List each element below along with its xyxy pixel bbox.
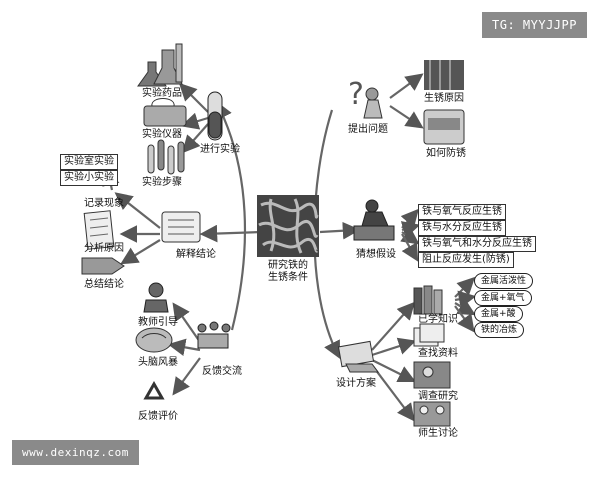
documents-icon bbox=[413, 323, 445, 347]
question-item-1: 生锈原因 bbox=[424, 93, 464, 104]
big-test-tube-icon bbox=[207, 91, 223, 141]
center-title-line1: 研究铁的 bbox=[268, 260, 308, 271]
conclusion-label: 解释结论 bbox=[176, 249, 216, 260]
small-experiment-box: 实验小实验 bbox=[60, 170, 118, 186]
design-item-3: 调查研究 bbox=[418, 391, 458, 402]
design-item-4: 师生讨论 bbox=[418, 428, 458, 439]
test-tubes-icon bbox=[147, 139, 185, 175]
experiment-item-3: 实验步骤 bbox=[142, 177, 182, 188]
center-node bbox=[257, 195, 319, 257]
scroll-icon bbox=[161, 211, 201, 243]
rusty-pipes-icon bbox=[424, 60, 464, 90]
discussion-icon bbox=[413, 401, 451, 427]
question-label: 提出问题 bbox=[348, 124, 388, 135]
knowledge-item-1: 金属活泼性 bbox=[474, 273, 534, 289]
conclusion-item-3: 总结结论 bbox=[84, 279, 124, 290]
paint-can-icon bbox=[423, 109, 465, 145]
center-title-line2: 生锈条件 bbox=[268, 272, 308, 283]
feedback-item-1: 教师引导 bbox=[138, 317, 178, 328]
svg-text:?: ? bbox=[348, 77, 364, 112]
feedback-item-3: 反馈评价 bbox=[138, 411, 178, 422]
watermark-top: TG: MYYJJPP bbox=[482, 12, 587, 38]
thinker-statue-icon bbox=[353, 199, 395, 241]
conclusion-item-1: 记录现象 bbox=[84, 198, 124, 209]
hypothesis-item-2: 铁与水分反应生锈 bbox=[418, 220, 506, 236]
hypothesis-label: 猜想假设 bbox=[356, 249, 396, 260]
instrument-icon bbox=[143, 98, 187, 127]
experiment-item-1: 实验药品 bbox=[142, 88, 182, 99]
knowledge-item-2: 金属+氧气 bbox=[474, 290, 532, 306]
feedback-label: 反馈交流 bbox=[202, 366, 242, 377]
hypothesis-item-1: 铁与氧气反应生锈 bbox=[418, 204, 506, 220]
document-hand-icon bbox=[337, 340, 379, 373]
teacher-icon bbox=[143, 282, 169, 313]
hypothesis-item-4: 阻止反应发生(防锈) bbox=[418, 252, 514, 268]
flask-icon bbox=[137, 43, 183, 87]
watermark-bottom: www.dexinqz.com bbox=[12, 440, 139, 465]
brain-icon bbox=[135, 327, 173, 353]
feedback-item-2: 头脑风暴 bbox=[138, 357, 178, 368]
recycle-icon bbox=[143, 380, 165, 400]
hypothesis-item-3: 铁与氧气和水分反应生锈 bbox=[418, 236, 536, 252]
design-item-2: 查找资料 bbox=[418, 348, 458, 359]
conclusion-item-2: 分析原因 bbox=[84, 243, 124, 254]
experiment-item-2: 实验仪器 bbox=[142, 129, 182, 140]
lab-experiment-box: 实验室实验 bbox=[60, 154, 118, 170]
question-person-icon: ? bbox=[348, 77, 383, 119]
pointing-hand-icon bbox=[81, 257, 125, 275]
rusty-iron-image bbox=[257, 195, 319, 257]
books-icon bbox=[413, 285, 443, 315]
knowledge-item-3: 金属+酸 bbox=[474, 306, 523, 322]
design-item-1: 已学知识 bbox=[418, 314, 458, 325]
meeting-icon bbox=[197, 321, 231, 349]
experiment-label: 进行实验 bbox=[200, 144, 240, 155]
notes-icon bbox=[83, 210, 115, 250]
knowledge-item-4: 铁的冶炼 bbox=[474, 322, 525, 338]
question-item-2: 如何防锈 bbox=[426, 148, 466, 159]
design-label: 设计方案 bbox=[336, 378, 376, 389]
survey-icon bbox=[413, 361, 451, 389]
